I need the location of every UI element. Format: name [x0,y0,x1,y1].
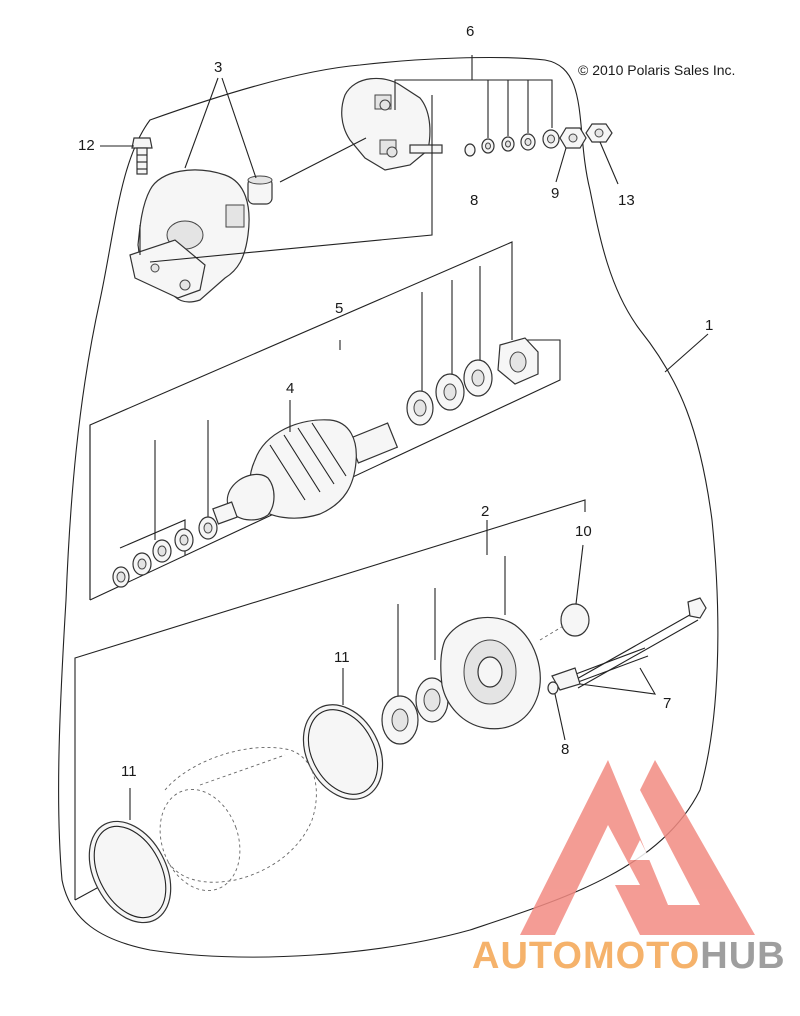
callout-8-top: 8 [470,192,478,209]
armature-washers-right [406,337,539,426]
callout-12: 12 [78,137,95,154]
callout-11-upper: 11 [334,649,350,666]
terminal-washers [464,123,613,157]
callout-10: 10 [575,523,592,540]
callout-11-lower: 11 [121,763,137,780]
copyright-notice: © 2010 Polaris Sales Inc. [578,62,735,78]
callout-6: 6 [466,23,474,40]
callout-7: 7 [663,695,671,712]
armature-washers-left [112,516,218,588]
o-ring-upper [302,704,384,800]
watermark-brand-part1: AUTOMOTO [472,935,700,977]
callout-5: 5 [335,300,343,317]
bushing [247,175,273,205]
callout-1: 1 [705,317,713,334]
callout-13: 13 [618,192,635,209]
callout-9: 9 [551,185,559,202]
plug [560,603,590,637]
bolt-12 [131,137,153,175]
callout-2: 2 [481,503,489,520]
watermark-brand: AUTOMOTOHUB [472,935,786,977]
callout-4: 4 [286,380,294,397]
watermark-brand-part2: HUB [700,935,785,977]
o-ring-lower [88,820,172,924]
watermark-logo [520,760,755,935]
end-cover-housing [129,169,250,303]
bearing [381,677,449,745]
through-bolts [551,597,707,691]
callout-8-bottom: 8 [561,741,569,758]
front-cover [440,616,541,730]
yoke [159,746,317,892]
armature [212,419,399,525]
brush-holder [341,77,443,171]
callout-3: 3 [214,59,222,76]
